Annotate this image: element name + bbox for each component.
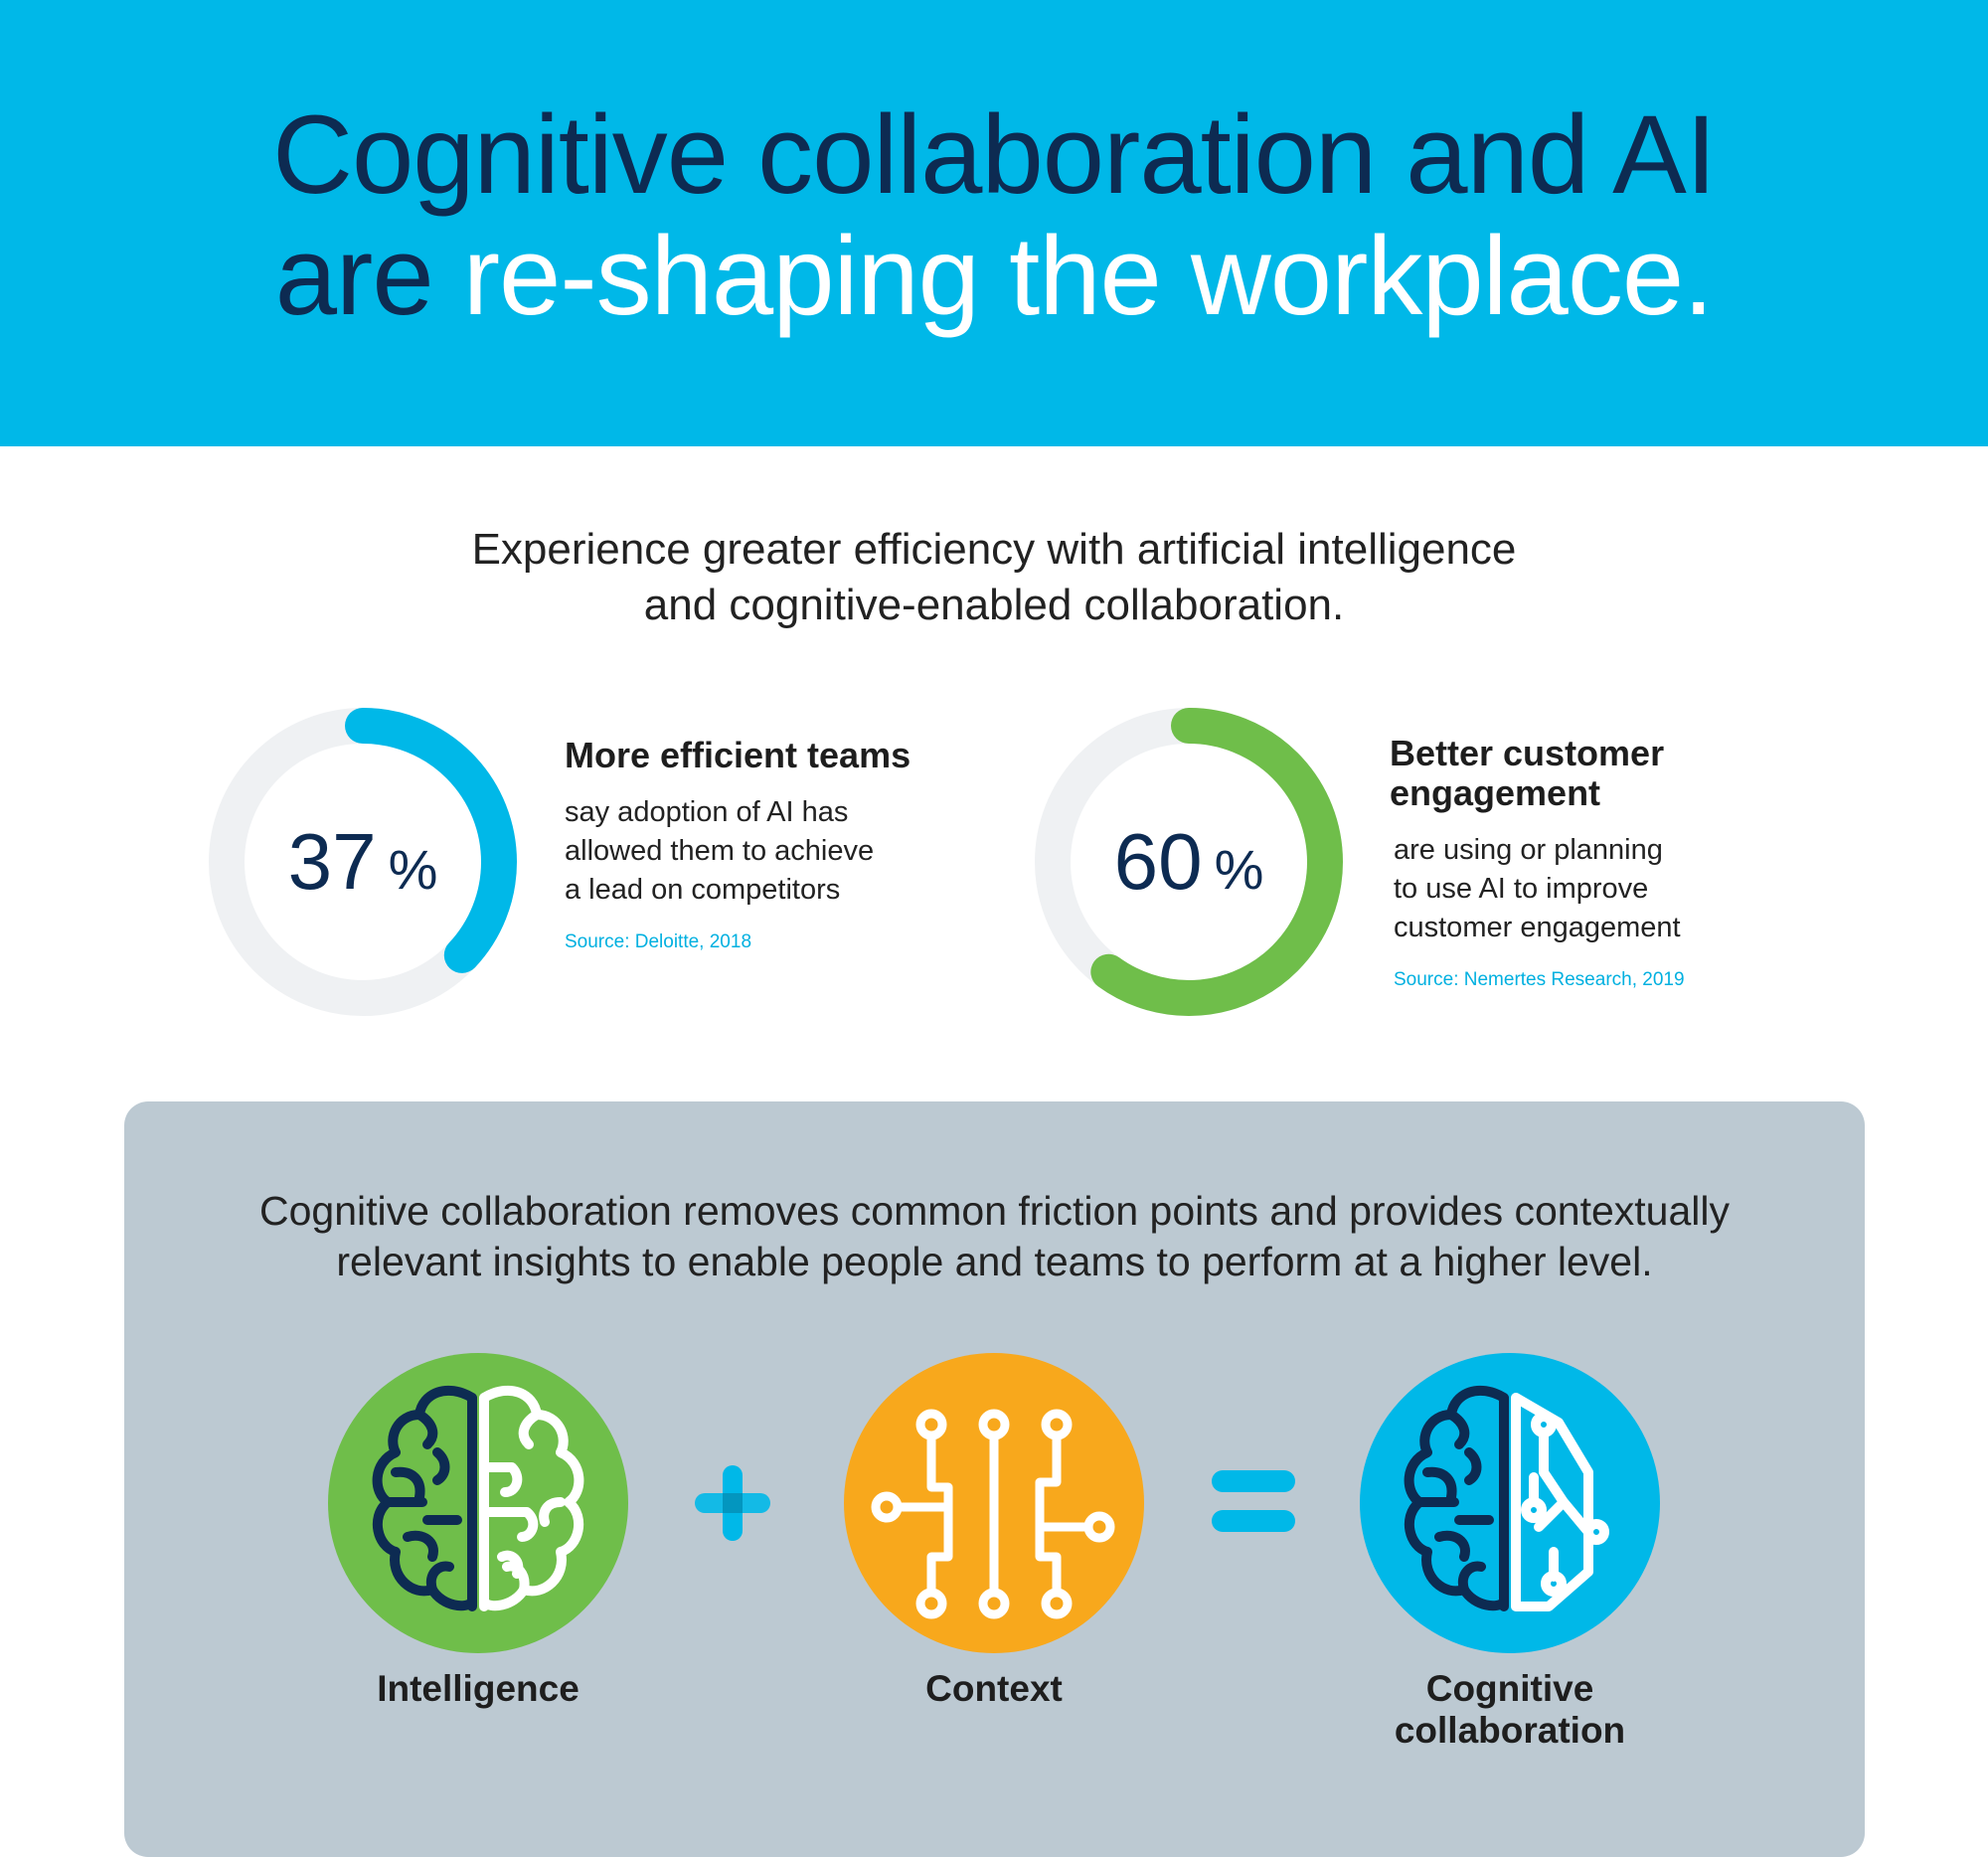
label-intelligence: Intelligence: [377, 1668, 580, 1709]
equals-icon: [1212, 1470, 1295, 1532]
page-title: Cognitive collaboration and AI are re-sh…: [272, 92, 1717, 338]
circuit-icon: [844, 1353, 1144, 1653]
donut-value-arc: [1035, 708, 1343, 1016]
donut-ring: [209, 708, 517, 1016]
donut-value-arc: [209, 708, 517, 1016]
brain-icon: [328, 1353, 628, 1653]
stat-source: Source: Nemertes Research, 2019: [1394, 969, 1685, 990]
stat-value: 37: [287, 817, 377, 906]
donut-chart-customer-engagement: 60%: [1030, 703, 1348, 1021]
donut-ring: [1035, 708, 1343, 1016]
subtitle: Experience greater efficiency with artif…: [471, 525, 1517, 629]
stat-value: 60: [1113, 817, 1203, 906]
panel-lead-text: Cognitive collaboration removes common f…: [258, 1188, 1731, 1284]
stat-source: Source: Deloitte, 2018: [565, 931, 752, 952]
label-context: Context: [925, 1668, 1063, 1709]
cognitive-collaboration-panel: Cognitive collaboration removes common f…: [124, 1101, 1865, 1857]
stat-title: More efficient teams: [565, 735, 911, 775]
hero-banner: Cognitive collaboration and AI are re-sh…: [0, 0, 1988, 446]
donut-chart-efficient-teams: 37%: [204, 703, 522, 1021]
stat-efficient-teams: More efficient teams say adoption of AI …: [565, 736, 911, 953]
plus-icon: [695, 1465, 770, 1541]
brain-circuit-icon: [1360, 1353, 1660, 1653]
